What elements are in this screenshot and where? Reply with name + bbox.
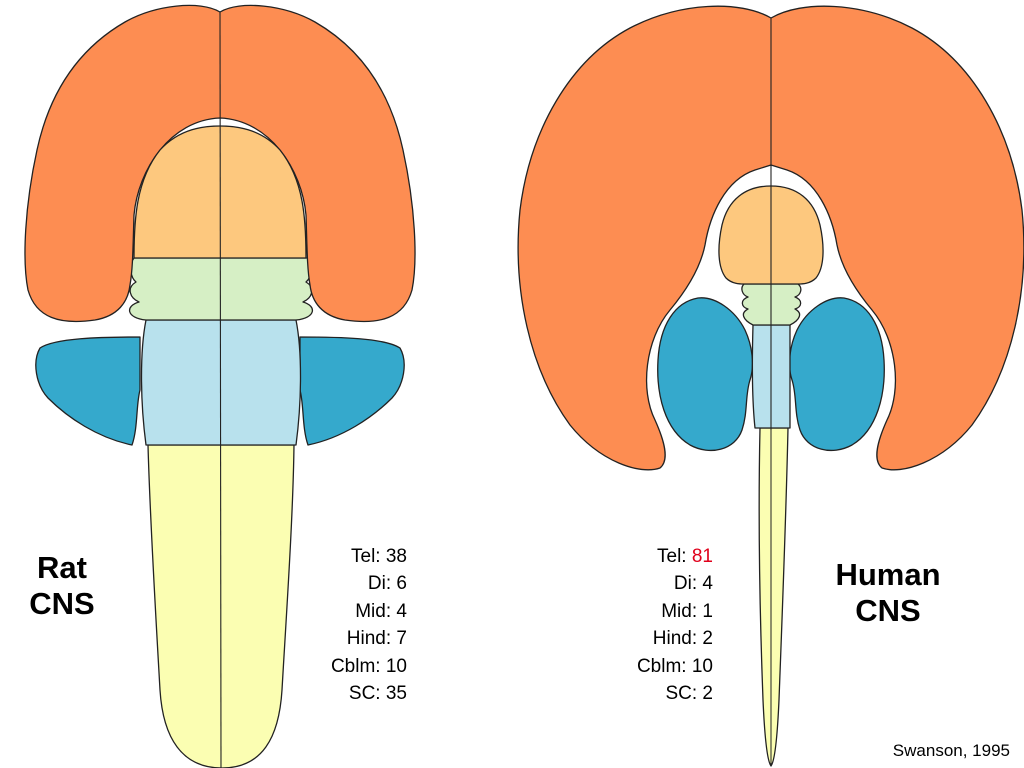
rat-stat-tel: Tel: 38: [351, 546, 407, 567]
rat-cns-brain: [24, 4, 416, 768]
rat-stat-mid: Mid: 4: [355, 600, 407, 622]
rat-title-line2: CNS: [29, 586, 95, 621]
human-stat-di: Di: 4: [673, 573, 713, 595]
human-cns-brain: [517, 5, 1024, 767]
rat-stat-tel-value: 38: [385, 546, 407, 567]
human-stat-hind-value: 2: [702, 628, 713, 650]
human-stat-tel-value: 81: [691, 546, 713, 567]
rat-stat-di-value: 6: [396, 573, 407, 595]
human-cerebellum-right: [788, 297, 885, 452]
human-stat-tel: Tel: 81: [657, 546, 713, 567]
rat-stat-mid-value: 4: [396, 600, 407, 622]
rat-title: Rat CNS: [22, 550, 102, 622]
rat-midbrain: [129, 257, 313, 321]
human-stat-di-value: 4: [702, 573, 713, 595]
human-stat-sc-value: 2: [702, 683, 713, 705]
rat-stat-hind-value: 7: [396, 628, 407, 650]
human-cerebellum-left: [657, 297, 754, 452]
rat-stats: Tel: 38 Di: 6 Mid: 4 Hind: 7 Cblm: 10 SC…: [331, 543, 407, 707]
rat-stat-di: Di: 6: [367, 573, 407, 595]
rat-stat-cblm-value: 10: [385, 655, 407, 677]
human-stat-mid: Mid: 1: [661, 600, 713, 622]
rat-stat-sc-value: 35: [385, 683, 407, 705]
rat-cerebellum-left: [35, 336, 141, 446]
citation: Swanson, 1995: [892, 741, 1010, 760]
human-stats: Tel: 81 Di: 4 Mid: 1 Hind: 2 Cblm: 10 SC…: [637, 543, 713, 707]
rat-cerebellum-right: [299, 336, 405, 446]
human-stat-sc: SC: 2: [665, 683, 713, 705]
rat-title-line1: Rat: [37, 550, 87, 585]
human-stat-cblm: Cblm: 10: [636, 655, 713, 677]
human-title: Human CNS: [818, 557, 958, 629]
human-title-line2: CNS: [855, 593, 921, 628]
human-stat-mid-value: 1: [702, 600, 713, 622]
rat-stat-sc: SC: 35: [348, 683, 407, 705]
rat-midline: [219, 11, 222, 768]
human-stat-cblm-value: 10: [691, 655, 713, 677]
rat-stat-cblm: Cblm: 10: [330, 655, 407, 677]
human-spinal-cord: [758, 427, 789, 767]
human-title-line1: Human: [835, 557, 941, 592]
rat-stat-hind: Hind: 7: [346, 628, 407, 650]
human-stat-hind: Hind: 2: [652, 628, 713, 650]
